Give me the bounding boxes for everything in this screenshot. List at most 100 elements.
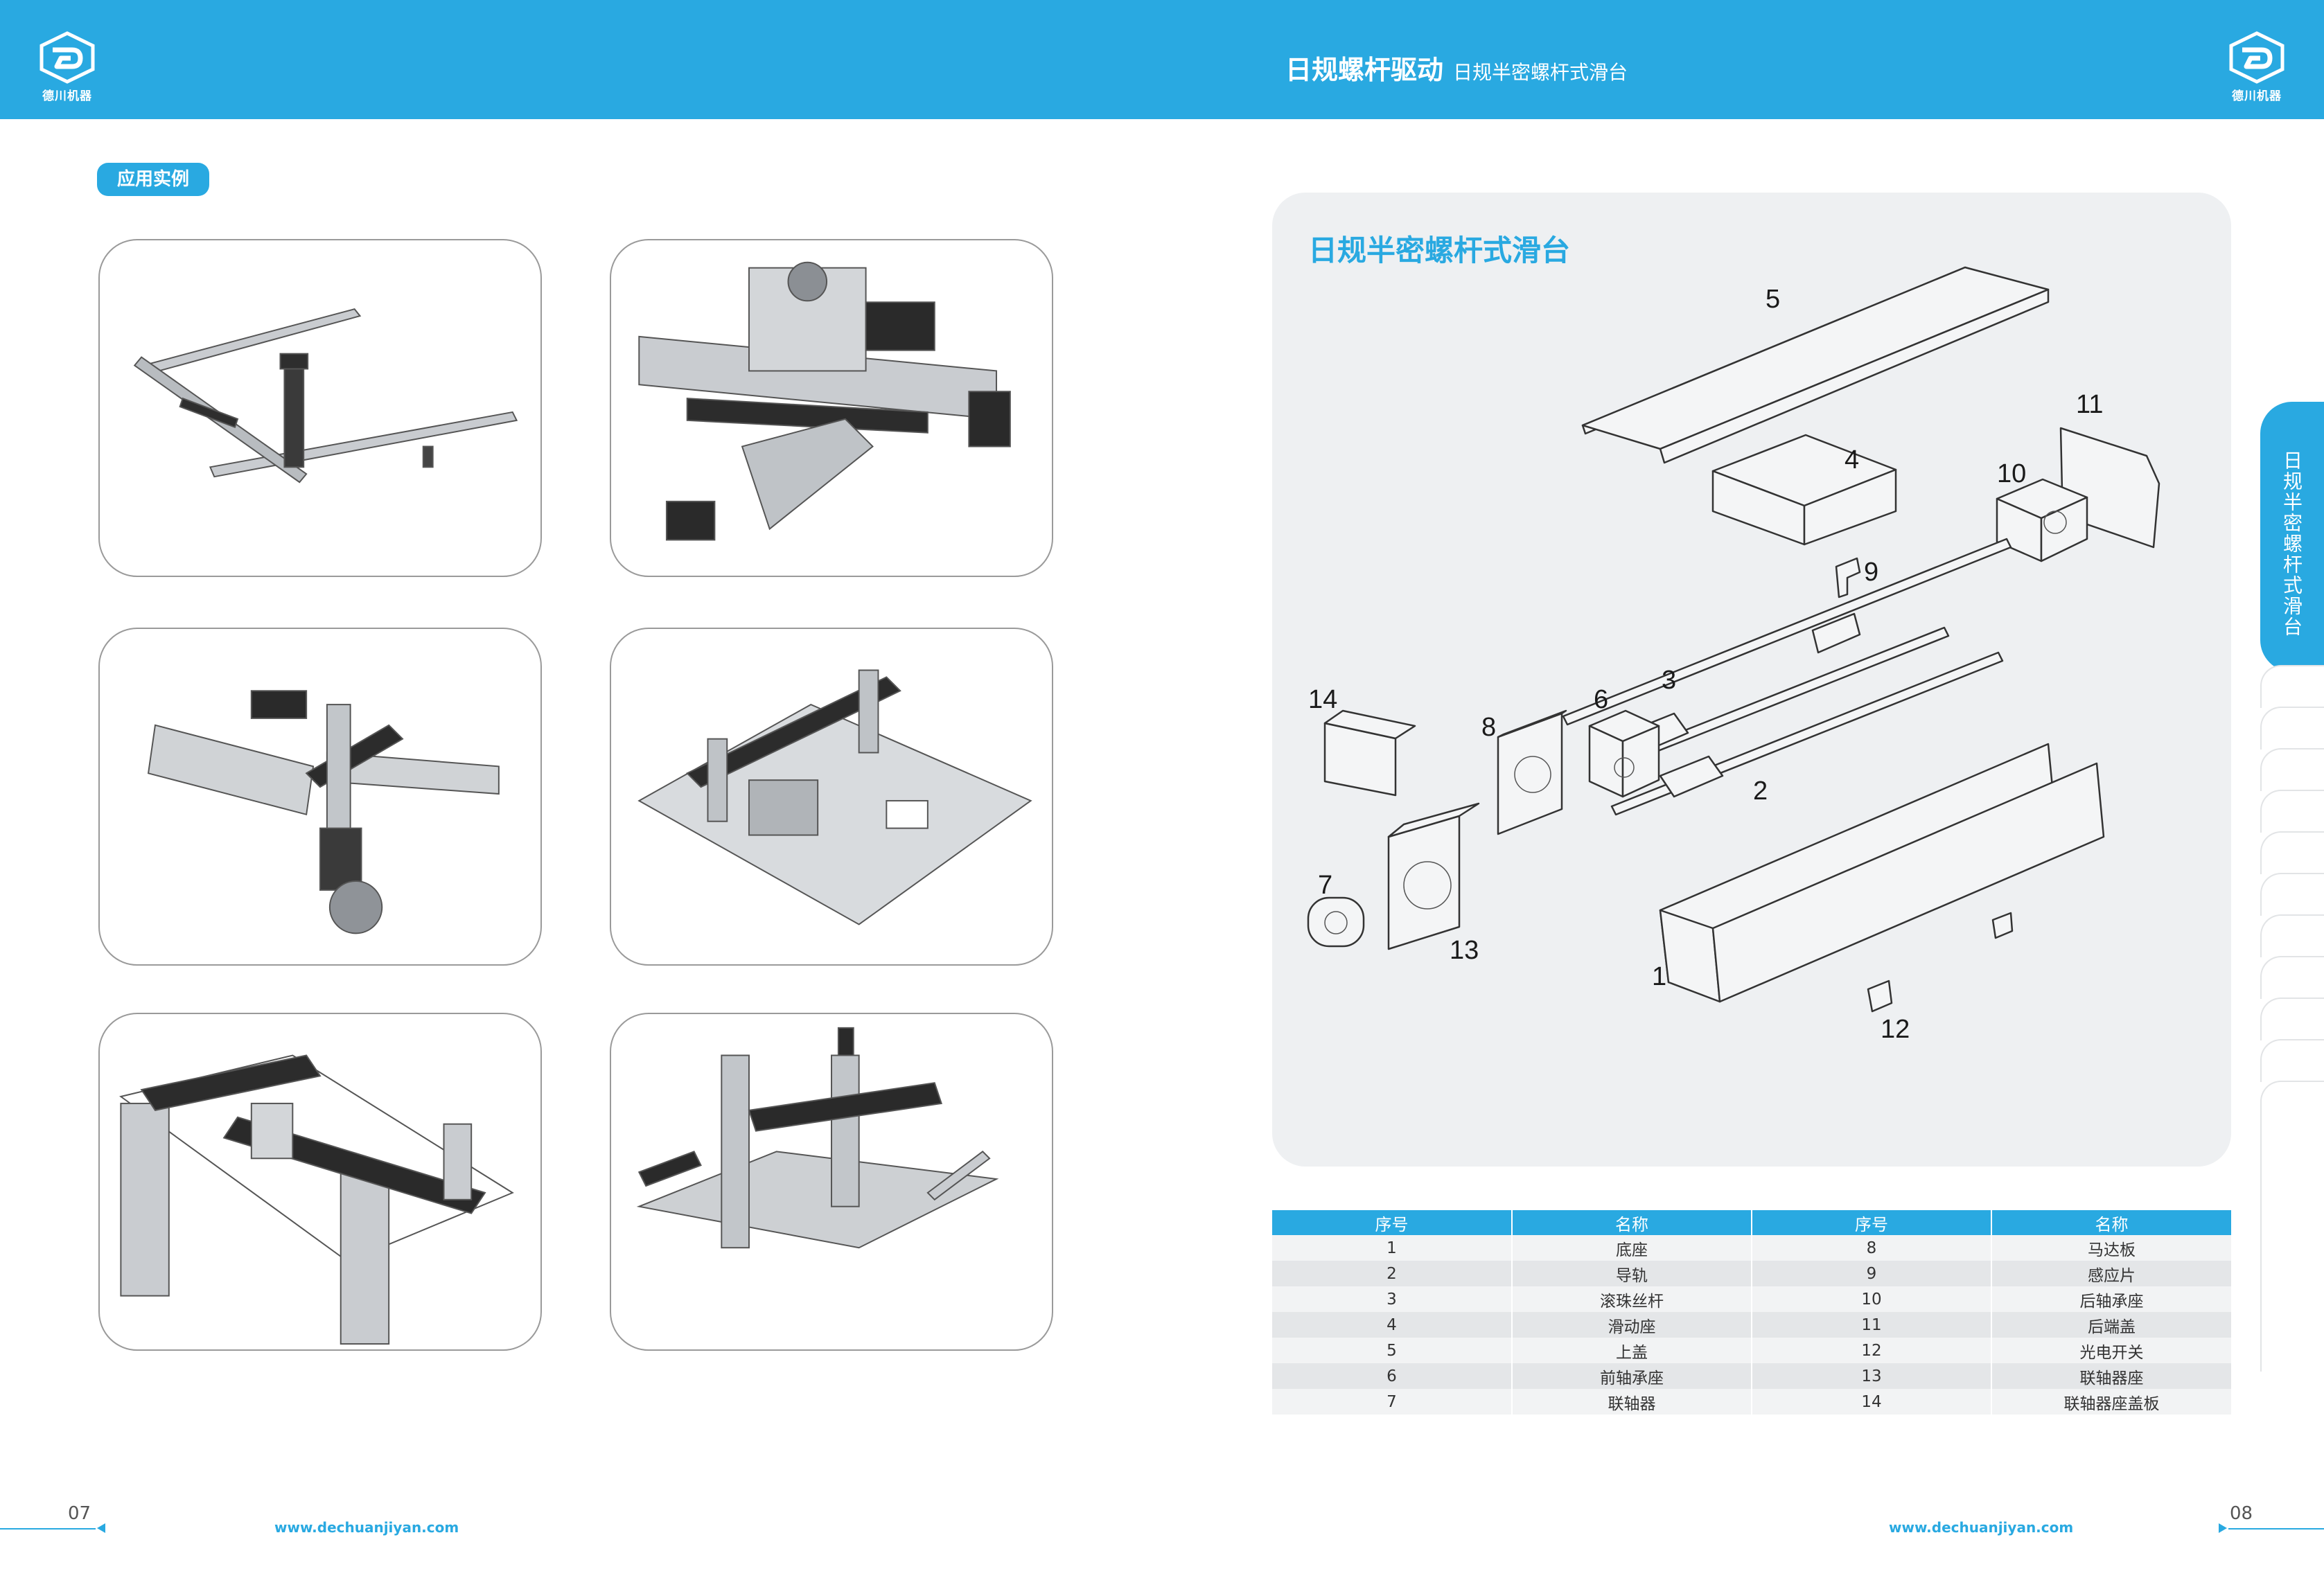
table-header-row: 序号 名称 序号 名称 [1272,1210,2231,1235]
part-9-sensor-plate [1835,557,1861,599]
arrow-left-icon [97,1523,105,1533]
part-7-coupling [1307,896,1365,948]
table-cell: 14 [1752,1389,1992,1415]
table-cell: 前轴承座 [1512,1363,1752,1389]
application-photo-2 [610,239,1053,577]
footer-url-right[interactable]: www.dechuanjiyan.com [1889,1519,2074,1536]
footer-rule-right [2228,1528,2324,1530]
gantry-render-1-icon [133,308,518,484]
table-cell: 7 [1272,1389,1513,1415]
part-3-ball-screw [1562,538,2012,726]
side-tab[interactable] [2260,790,2324,833]
side-tab[interactable] [2260,1039,2324,1082]
label-12: 12 [1881,1015,1910,1044]
table-cell: 后端盖 [1991,1312,2231,1338]
label-10: 10 [1997,459,2026,488]
table-cell: 12 [1752,1338,1992,1363]
label-14: 14 [1308,685,1337,714]
label-13: 13 [1450,936,1479,965]
table-cell: 2 [1272,1261,1513,1286]
label-6: 6 [1594,685,1608,714]
label-3: 3 [1662,666,1676,695]
label-8: 8 [1481,713,1496,742]
side-tab[interactable] [2260,873,2324,916]
table-cell: 上盖 [1512,1338,1752,1363]
application-photo-1 [98,239,542,577]
logo-text-right: 德川机器 [2232,89,2282,103]
label-11: 11 [2076,390,2103,419]
table-cell: 1 [1272,1235,1513,1261]
column-header: 序号 [1272,1210,1513,1235]
part-12-photo-switch [1867,979,1893,1013]
header-bar: 德川机器 日规螺杆驱动日规半密螺杆式滑台 德川机器 [0,0,2324,119]
footer-rule-left [0,1528,96,1530]
table-cell: 5 [1272,1338,1513,1363]
table-cell: 3 [1272,1286,1513,1312]
footer-url-left[interactable]: www.dechuanjiyan.com [274,1519,459,1536]
label-2: 2 [1753,777,1768,806]
brand-logo-left: 德川机器 [36,30,98,107]
column-header: 名称 [1991,1210,2231,1235]
table-cell: 滑动座 [1512,1312,1752,1338]
title-sub: 日规半密螺杆式滑台 [1453,61,1628,84]
table-cell: 11 [1752,1312,1992,1338]
label-1: 1 [1652,962,1666,991]
page-number-right: 08 [2230,1503,2253,1524]
part-13-coupling-seat [1387,815,1461,950]
side-tab-active[interactable]: 日规半密螺杆式滑台 [2260,402,2324,672]
logo-emblem-icon [2229,31,2285,84]
exploded-diagram-panel: 日规半密螺杆式滑台 [1272,193,2231,1167]
gantry-render-3-icon [147,690,500,934]
table-cell: 后轴承座 [1991,1286,2231,1312]
side-tab[interactable] [2260,956,2324,999]
diagram-title: 日规半密螺杆式滑台 [1308,233,1571,267]
table-cell: 导轨 [1512,1261,1752,1286]
label-9: 9 [1864,558,1878,587]
side-tab[interactable] [2260,665,2324,708]
arrow-right-icon [2219,1523,2227,1533]
application-photo-5 [98,1013,542,1351]
side-tab[interactable] [2260,998,2324,1040]
application-photo-4 [610,628,1053,966]
side-tab[interactable] [2260,707,2324,750]
table-cell: 感应片 [1991,1261,2231,1286]
table-cell: 8 [1752,1235,1992,1261]
gantry-render-5-icon [119,1054,514,1345]
logo-emblem-icon [39,31,95,84]
label-5: 5 [1766,285,1780,314]
gantry-render-4-icon [637,669,1032,925]
logo-text-left: 德川机器 [42,89,92,103]
page-title: 日规螺杆驱动日规半密螺杆式滑台 [1285,48,1628,87]
table-cell: 联轴器座盖板 [1991,1389,2231,1415]
table-cell: 9 [1752,1261,1992,1286]
label-4: 4 [1845,445,1859,475]
table-cell: 底座 [1512,1235,1752,1261]
side-tab[interactable] [2260,831,2324,874]
label-7: 7 [1318,871,1332,900]
side-tab[interactable] [2260,914,2324,957]
table-cell: 4 [1272,1312,1513,1338]
page-number-left: 07 [68,1503,91,1524]
column-header: 序号 [1752,1210,1992,1235]
application-photo-6 [610,1013,1053,1351]
column-header: 名称 [1512,1210,1752,1235]
section-badge: 应用实例 [97,163,209,196]
brand-logo-right: 德川机器 [2226,30,2288,107]
table-cell: 联轴器 [1512,1389,1752,1415]
part-8-motor-plate [1497,712,1563,835]
table-cell: 滚珠丝杆 [1512,1286,1752,1312]
table-cell: 13 [1752,1363,1992,1389]
side-tab[interactable] [2260,1081,2324,1372]
table-cell: 6 [1272,1363,1513,1389]
table-cell: 10 [1752,1286,1992,1312]
table-cell: 光电开关 [1991,1338,2231,1363]
side-tab[interactable] [2260,748,2324,791]
table-cell: 联轴器座 [1991,1363,2231,1389]
